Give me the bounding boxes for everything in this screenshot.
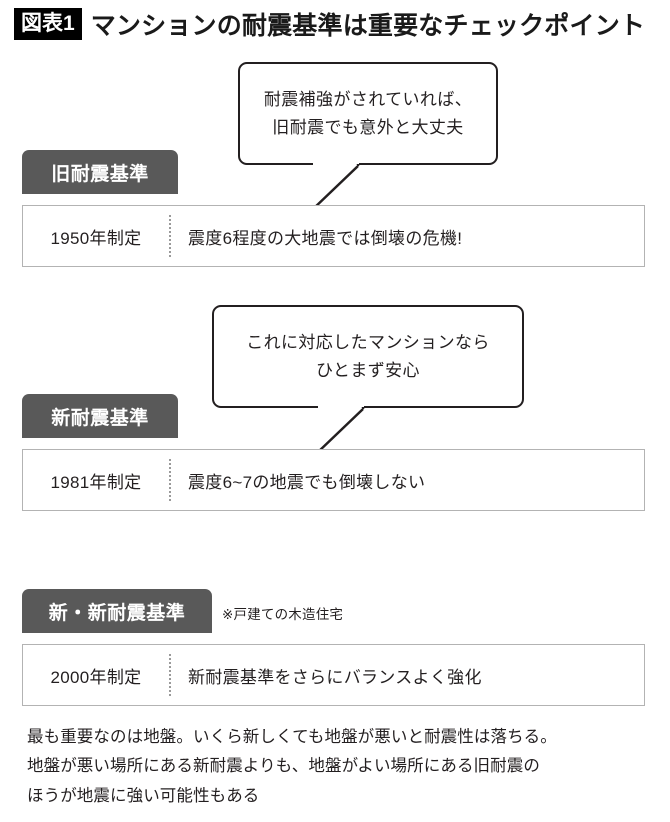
figure-heading: マンションの耐震基準は重要なチェックポイント (90, 12, 646, 40)
block-old-standard-header: 旧耐震基準 (22, 150, 178, 194)
page-title: 図表1 マンションの耐震基準は重要なチェックポイント (14, 6, 645, 42)
block-new-standard-year: 1981年制定 (50, 472, 142, 492)
footer-line-1: 最も重要なのは地盤。いくら新しくても地盤が悪いと耐震性は落ちる。 (27, 728, 557, 746)
block-newest-standard-divider (169, 654, 171, 696)
bubble-old-standard: 耐震補強がされていれば、 旧耐震でも意外と大丈夫 (238, 62, 498, 165)
bubble-new-standard-line-2: ひとまず安心 (316, 360, 420, 380)
block-old-standard-description: 震度6程度の大地震では倒壊の危機! (188, 228, 463, 248)
block-new-standard-header: 新耐震基準 (22, 394, 178, 438)
block-newest-standard-year: 2000年制定 (50, 667, 142, 687)
block-newest-standard-header: 新・新耐震基準 (22, 589, 212, 633)
block-new-standard-description: 震度6~7の地震でも倒壊しない (188, 472, 426, 492)
block-newest-standard-description: 新耐震基準をさらにバランスよく強化 (188, 667, 482, 687)
block-old-standard-year: 1950年制定 (50, 228, 142, 248)
bubble-old-standard-line-1: 耐震補強がされていれば、 (263, 89, 473, 109)
footer-line-3: ほうが地震に強い可能性もある (27, 786, 260, 805)
footer-line-2: 地盤が悪い場所にある新耐震よりも、地盤がよい場所にある旧耐震の (27, 757, 540, 776)
block-newest-standard-note: ※戸建ての木造住宅 (222, 607, 344, 622)
block-newest-standard-body: 2000年制定 新耐震基準をさらにバランスよく強化 (22, 644, 645, 706)
bubble-old-standard-line-2: 旧耐震でも意外と大丈夫 (272, 117, 464, 137)
bubble-new-standard: これに対応したマンションなら ひとまず安心 (212, 305, 524, 408)
figure-badge: 図表1 (14, 8, 82, 40)
footer-note: 最も重要なのは地盤。いくら新しくても地盤が悪いと耐震性は落ちる。 地盤が悪い場所… (27, 723, 652, 811)
bubble-new-standard-tail (316, 403, 365, 454)
block-old-standard-divider (169, 215, 171, 257)
block-old-standard-body: 1950年制定 震度6程度の大地震では倒壊の危機! (22, 205, 645, 267)
bubble-new-standard-line-1: これに対応したマンションなら (246, 332, 490, 352)
block-new-standard-divider (169, 459, 171, 501)
block-new-standard-body: 1981年制定 震度6~7の地震でも倒壊しない (22, 449, 645, 511)
